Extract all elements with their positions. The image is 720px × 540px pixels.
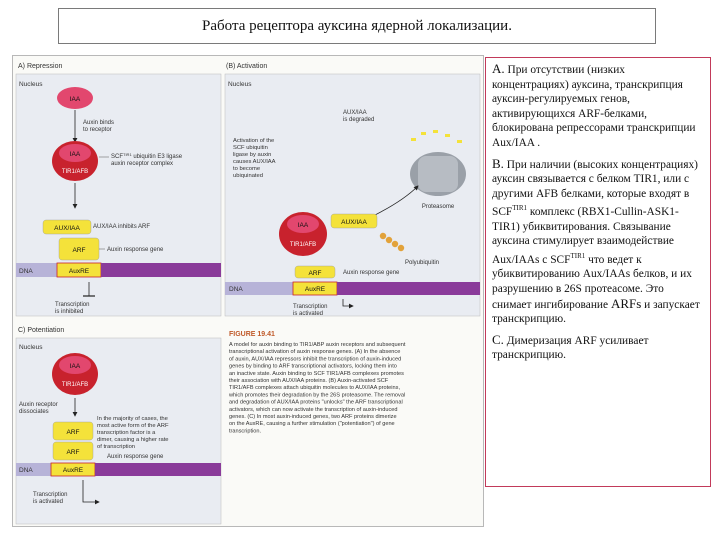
paragraph-b-body-4: и запускает транскрипцию. xyxy=(492,298,700,326)
panel-a-scf-text: SCFTIR1 ubiquitin E3 ligase auxin recept… xyxy=(111,152,184,167)
panel-b-dna-label: DNA xyxy=(229,286,243,293)
panel-c-gene-region xyxy=(95,463,221,476)
panel-b-auxiaa-label: AUX/IAA xyxy=(341,219,367,226)
panel-b-arrow-to-proteasome xyxy=(372,185,419,217)
panel-c-majority-text: In the majority of cases, the most activ… xyxy=(97,416,170,450)
panel-b-ubiquitin-chain xyxy=(379,232,405,252)
panel-b-nucleus-label: Nucleus xyxy=(228,81,252,88)
paragraph-c-body: Димеризация ARF усиливает транскрипцию. xyxy=(492,334,649,362)
panel-b-proteasome-core xyxy=(418,156,458,192)
slide-title: Работа рецептора ауксина ядерной локализ… xyxy=(202,17,512,34)
caption-text: A model for auxin binding to TIR1/ABP au… xyxy=(228,342,407,434)
paragraph-b-body-3: что ведет к убиквитированию Aux/IAAs бел… xyxy=(492,253,692,311)
panel-a-auxiaa-box xyxy=(42,219,92,235)
panel-a-nucleus-label: Nucleus xyxy=(19,81,43,88)
panel-a-iaa-bound xyxy=(59,144,91,162)
paragraph-b: B. При наличии (высоких концентрациях) а… xyxy=(492,155,704,327)
panel-c: C) Potentiation Nucleus IAA TIR1/AFB Aux… xyxy=(15,327,222,525)
panel-a-iaa-label: IAA xyxy=(70,96,81,103)
panel-b-iaa-label: IAA xyxy=(298,222,309,229)
panel-c-arf2-label: ARF xyxy=(67,449,80,456)
paragraph-c: C. Димеризация ARF усиливает транскрипци… xyxy=(492,331,704,363)
panel-b-polyub-label: Polyubiquitin xyxy=(405,260,439,266)
panel-c-gene-label: Auxin response gene xyxy=(107,454,164,460)
slide-title-box: Работа рецептора ауксина ядерной локализ… xyxy=(58,8,656,44)
panel-c-tir1-label: TIR1/AFB xyxy=(62,382,88,388)
paragraph-a: A. При отсутствии (низких концентрациях)… xyxy=(492,61,704,151)
panel-b-tir1-label: TIR1/AFB xyxy=(290,242,316,248)
panel-a-dna-label: DNA xyxy=(19,268,33,275)
panel-a-inhibits: AUX/IAA inhibits ARF xyxy=(93,224,150,230)
panel-b-proteasome-label: Proteasome xyxy=(422,204,455,210)
panel-b-fragments xyxy=(411,130,462,143)
panel-a-arf-label: ARF xyxy=(73,247,86,254)
caption-label: FIGURE 19.41 xyxy=(229,331,275,338)
panel-a-iaa-molecule xyxy=(57,87,93,109)
panel-b-gene-region xyxy=(337,282,480,295)
panel-c-auxre-label: AuxRE xyxy=(63,467,84,474)
paragraph-a-lead: A. xyxy=(492,61,505,76)
panel-c-arf-bottom xyxy=(52,441,94,461)
panel-b-auxiaa-box xyxy=(330,213,378,229)
paragraph-b-sup-2: TIR1 xyxy=(570,251,586,260)
panel-b-arf-label: ARF xyxy=(309,270,322,277)
panel-a-tir1-label: TIR1/AFB xyxy=(62,169,88,175)
panel-a-auxiaa-label: AUX/IAA xyxy=(54,225,80,232)
paragraph-b-body-1: При наличии (высоких концентрациях) аукс… xyxy=(492,158,698,219)
panel-a-gene-region xyxy=(101,263,221,277)
paragraph-b-sup-1: TIR1 xyxy=(512,204,528,213)
panel-b-auxre-label: AuxRE xyxy=(305,286,326,293)
panel-b-activation-text: Activation of the SCF ubiquitin ligase b… xyxy=(233,138,277,179)
panel-c-header: C) Potentiation xyxy=(18,327,64,334)
panel-c-activated-arrow xyxy=(82,480,100,505)
panel-a-header: A) Repression xyxy=(18,63,62,70)
paragraph-b-arfs: ARFs xyxy=(610,295,642,311)
figure-caption: FIGURE 19.41 A model for auxin binding t… xyxy=(228,331,407,434)
panel-c-arf-top xyxy=(52,421,94,441)
panel-a-auxre-label: AuxRE xyxy=(69,268,90,275)
explanation-textbox: A. При отсутствии (низких концентрациях)… xyxy=(485,57,711,487)
panel-a-nucleus-bg xyxy=(15,73,222,317)
panel-a-iaa-bound-label: IAA xyxy=(70,151,81,158)
paragraph-b-body-2: комплекс (RBX1-Cullin-ASK1-TIR1) убиквит… xyxy=(492,206,679,266)
panel-c-arf1-label: ARF xyxy=(67,429,80,436)
panel-c-iaa-bound xyxy=(59,356,91,374)
panel-c-dna-label: DNA xyxy=(19,467,33,474)
paragraph-a-body: При отсутствии (низких концентрациях) ау… xyxy=(492,64,696,149)
panel-c-iaa-label: IAA xyxy=(70,363,81,370)
panel-b-gene-label: Auxin response gene xyxy=(343,270,400,276)
paragraph-b-lead: B. xyxy=(492,155,504,171)
panel-c-nucleus-bg xyxy=(15,337,222,525)
panel-a-gene-label: Auxin response gene xyxy=(107,247,164,253)
panel-b-activated-arrow xyxy=(342,299,354,309)
panel-c-nucleus-label: Nucleus xyxy=(19,344,43,351)
panel-b-iaa-bound xyxy=(287,215,319,233)
panel-b-header: (B) Activation xyxy=(226,63,267,70)
panel-b-arf-box xyxy=(294,265,336,279)
paragraph-c-lead: C. xyxy=(492,331,504,347)
